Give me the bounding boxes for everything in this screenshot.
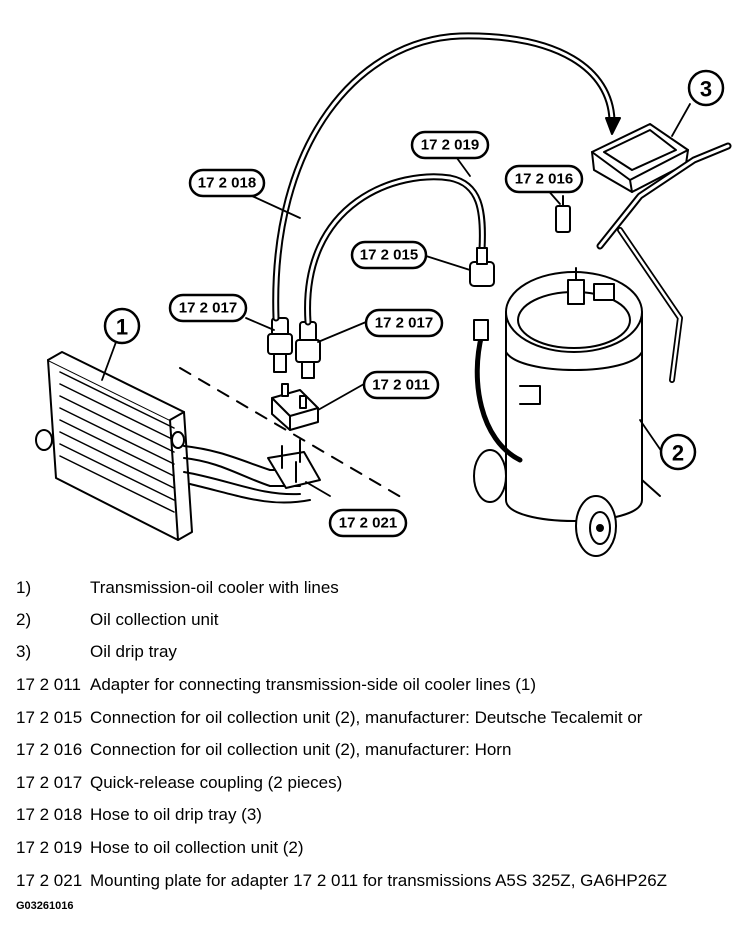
callout-172018 [188,168,266,198]
callout-172017b-label: 17 2 017 [375,315,433,332]
hose-to-collection-unit [304,173,486,326]
legend-code: 17 2 019 [16,838,83,857]
alignment-dash-line [179,367,407,501]
legend-desc: Quick-release coupling (2 pieces) [90,773,343,792]
adapter-illustration [271,383,319,431]
legend-code: 17 2 011 [16,675,81,694]
drip-tray-illustration [591,123,689,193]
callout-172021-label: 17 2 021 [339,515,397,532]
callout-172018-label: 17 2 018 [198,175,256,192]
leader-lines [101,103,691,497]
legend-code: 1) [16,578,32,597]
legend-code: 17 2 016 [16,740,83,759]
mounting-plate-illustration [267,439,321,489]
oil-collection-unit-illustration [473,142,732,557]
legend-code: 17 2 017 [16,773,83,792]
callout-circle-2 [659,433,697,471]
callout-circle-1-label: 1 [116,315,128,340]
callout-circle-3-label: 3 [700,77,712,102]
callout-172019 [410,130,490,160]
legend-desc: Hose to oil drip tray (3) [90,805,262,824]
oil-cooler-illustration [35,351,311,541]
callout-circle-1 [103,307,141,345]
callout-circle-2-label: 2 [672,441,684,466]
legend-code: 17 2 015 [16,708,83,727]
connection-15-illustration [469,247,495,287]
callout-172016 [504,164,584,194]
legend-code: 3) [16,642,32,661]
callout-172015-label: 17 2 015 [360,247,418,264]
callout-172017a [168,293,248,323]
callout-circle-3 [687,69,725,107]
legend-desc: Oil drip tray [90,642,177,661]
callout-172015 [350,240,428,270]
legend-desc: Connection for oil collection unit (2), … [90,708,643,727]
figure-id: G03261016 [16,900,74,912]
legend-desc: Hose to oil collection unit (2) [90,838,304,857]
legend-desc: Transmission-oil cooler with lines [90,578,339,597]
callout-172017a-label: 17 2 017 [179,300,237,317]
callout-172019-label: 17 2 019 [421,137,479,154]
legend-desc: Oil collection unit [90,610,219,629]
callout-172011-label: 17 2 011 [372,377,430,394]
callout-172016-label: 17 2 016 [515,171,573,188]
legend-code: 2) [16,610,32,629]
connection-16-illustration [555,195,571,233]
callout-172011 [362,370,440,400]
callout-172021 [328,508,408,538]
legend-desc: Connection for oil collection unit (2), … [90,740,512,759]
callout-172017b [364,308,444,338]
legend-code: 17 2 021 [16,871,83,890]
tool-diagram: 17 2 018 17 2 019 17 2 016 17 2 015 17 2… [35,32,732,557]
legend-code: 17 2 018 [16,805,83,824]
hose-to-drip-tray [272,32,621,322]
quick-coupling-illustration [267,317,321,379]
legend-desc: Adapter for connecting transmission-side… [90,675,536,694]
legend-desc: Mounting plate for adapter 17 2 011 for … [90,871,668,890]
